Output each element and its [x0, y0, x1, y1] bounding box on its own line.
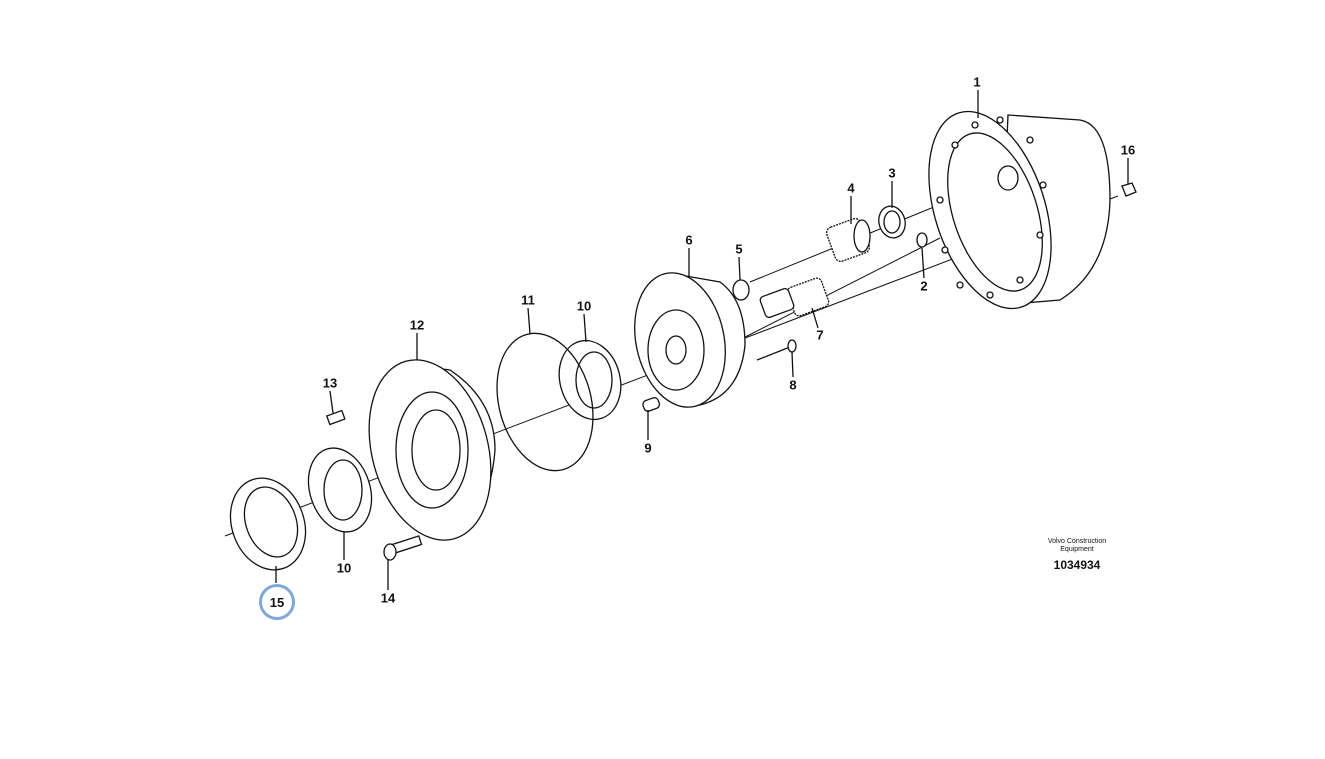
part-3-bearing[interactable] [875, 203, 908, 241]
drawing-number: 1034934 [1053, 558, 1101, 572]
drawing-caption: Volvo Construction Equipment 1034934 [1048, 538, 1106, 572]
callout-5[interactable]: 5 [735, 241, 743, 257]
callout-13[interactable]: 13 [322, 375, 338, 391]
part-12-flange[interactable] [350, 346, 510, 554]
callout-7[interactable]: 7 [816, 327, 824, 343]
part-13-bolt[interactable] [325, 409, 346, 426]
part-9-pin[interactable] [642, 397, 661, 413]
part-4-gear[interactable] [825, 217, 871, 263]
callout-1[interactable]: 1 [973, 74, 981, 90]
leader-lines [275, 90, 1129, 590]
callout-10-upper[interactable]: 10 [576, 298, 592, 314]
part-6-planet-carrier[interactable] [623, 264, 746, 415]
part-11-o-ring[interactable] [482, 322, 607, 481]
callout-15-highlighted[interactable]: 15 [259, 584, 295, 620]
part-8-bolt[interactable] [756, 339, 797, 361]
callout-14[interactable]: 14 [380, 590, 396, 606]
callout-12[interactable]: 12 [409, 317, 425, 333]
part-5-snap-ring[interactable] [732, 279, 750, 301]
callout-16[interactable]: 16 [1120, 142, 1136, 158]
part-2-washer[interactable] [916, 232, 928, 248]
part-1-housing[interactable] [906, 96, 1111, 324]
callout-6[interactable]: 6 [685, 232, 693, 248]
brand-line-2: Equipment [1060, 546, 1094, 553]
callout-8[interactable]: 8 [789, 377, 797, 393]
callout-9[interactable]: 9 [644, 440, 652, 456]
part-10-bearing-upper[interactable] [551, 334, 630, 427]
part-16-bolt[interactable] [1121, 182, 1137, 197]
part-14-bolt[interactable] [383, 535, 423, 561]
part-7-pinion-shaft[interactable] [759, 277, 830, 319]
callout-11[interactable]: 11 [521, 292, 535, 308]
callout-3[interactable]: 3 [888, 165, 896, 181]
callout-2[interactable]: 2 [920, 278, 928, 294]
part-15-seal[interactable] [218, 468, 318, 581]
part-10-bearing-lower[interactable] [298, 440, 382, 540]
callout-4[interactable]: 4 [847, 180, 855, 196]
brand-line-1: Volvo Construction [1047, 538, 1107, 545]
callout-10-lower[interactable]: 10 [336, 560, 352, 576]
